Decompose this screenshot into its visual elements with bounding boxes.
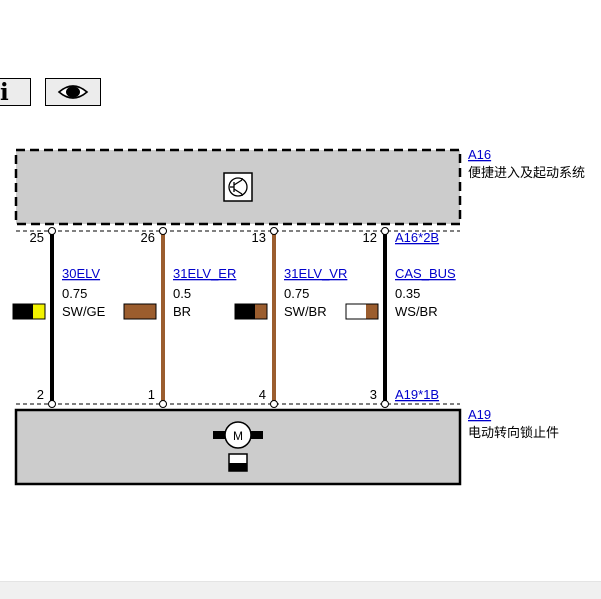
wire-31elv-vr[interactable] [270,227,278,408]
wire-size: 0.75 [284,286,309,301]
wire-color-code: SW/GE [62,304,106,319]
connector-a19-ref[interactable]: A19*1B [395,387,439,402]
wire-name-31elv-vr[interactable]: 31ELV_VR [284,266,347,281]
top-pin-label: 12 [363,230,377,245]
status-bar [0,581,601,599]
view-button[interactable] [45,78,101,106]
bottom-pin-label: 4 [259,387,266,402]
wire-name-30elv[interactable]: 30ELV [62,266,100,281]
connector-a16-ref[interactable]: A16*2B [395,230,439,245]
wire-size: 0.35 [395,286,420,301]
svg-text:M: M [233,429,243,443]
wire-color-code: SW/BR [284,304,327,319]
motor-icon: M [213,421,263,472]
component-a19-name: 电动转向锁止件 [468,425,559,440]
wire-color-code: WS/BR [395,304,438,319]
wire-color-swatch [345,303,379,320]
top-pin-label: 26 [141,230,155,245]
wire-color-code: BR [173,304,191,319]
wire-31elv-er[interactable] [159,227,167,408]
wire-size: 0.5 [173,286,191,301]
top-pin-label: 13 [252,230,266,245]
component-a16-name: 便捷进入及起动系统 [468,165,585,180]
info-icon: i [0,79,9,106]
wire-30elv[interactable] [48,227,56,408]
component-a16-ref[interactable]: A16 [468,147,491,162]
transistor-icon [223,172,253,202]
top-pin-label: 25 [30,230,44,245]
info-button[interactable]: i [0,78,31,106]
bottom-pin-label: 2 [37,387,44,402]
wire-color-swatch [234,303,268,320]
wire-cas-bus[interactable] [381,227,389,408]
eye-icon [57,85,89,99]
wire-color-swatch [12,303,46,320]
bottom-pin-label: 3 [370,387,377,402]
wire-name-31elv-er[interactable]: 31ELV_ER [173,266,236,281]
bottom-pin-label: 1 [148,387,155,402]
wire-size: 0.75 [62,286,87,301]
wire-color-swatch [123,303,157,320]
wire-name-cas-bus[interactable]: CAS_BUS [395,266,456,281]
component-a19-ref[interactable]: A19 [468,407,491,422]
